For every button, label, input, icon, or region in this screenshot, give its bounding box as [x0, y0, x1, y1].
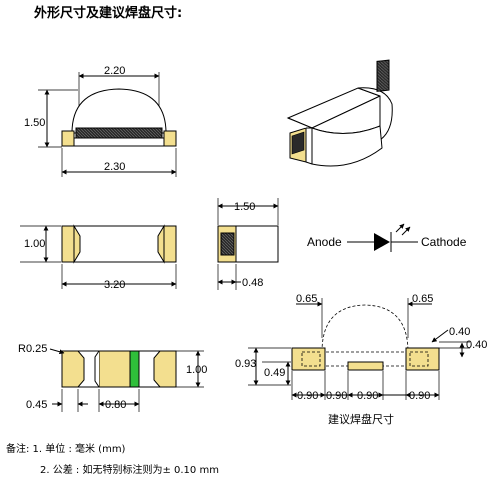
- dim-side-depth: 1.50: [234, 201, 255, 213]
- dim-mark-width: 0.80: [105, 399, 126, 411]
- dim-body-length: 3.20: [104, 279, 125, 291]
- footprint-caption: 建议焊盘尺寸: [328, 412, 394, 426]
- fp-dim-bottom-2: 0.90: [326, 390, 347, 402]
- note-line-2: 2. 公差 : 如无特别标注则为± 0.10 mm: [40, 463, 219, 476]
- fp-dim-right-a: 0.40: [449, 326, 470, 338]
- fp-dim-bottom-1: 0.90: [297, 390, 318, 402]
- fp-dim-top-left: 0.65: [296, 293, 317, 305]
- fp-dim-left-b: 0.49: [264, 367, 285, 379]
- dim-bottom-height: 1.00: [186, 364, 207, 376]
- dim-pad-length: 0.45: [26, 399, 47, 411]
- side-view: 1.50 0.48: [217, 198, 279, 290]
- anode-label: Anode: [307, 235, 342, 249]
- diode-symbol: Anode Cathode: [307, 223, 467, 252]
- note-line-1: 备注: 1. 单位 : 毫米 (mm): [6, 442, 126, 455]
- footprint-view: 0.65 0.65 0.40 0.40 0.93 0.49: [235, 293, 487, 426]
- dome-lens: [71, 88, 167, 134]
- dim-pad-depth: 0.48: [242, 277, 263, 289]
- dim-top-width: 2.20: [104, 65, 125, 77]
- fp-dim-bottom-3: 0.90: [357, 390, 378, 402]
- fp-dim-top-right: 0.65: [412, 293, 433, 305]
- top-view: 1.00 3.20: [20, 224, 177, 291]
- bottom-view: R0.25 1.00 0.45 0.80: [18, 343, 207, 412]
- dim-height: 1.50: [24, 117, 45, 129]
- dim-body-height: 1.00: [24, 238, 45, 250]
- page-title: 外形尺寸及建议焊盘尺寸:: [33, 5, 182, 21]
- front-view: 2.20 1.50 2.30: [24, 65, 177, 177]
- dim-corner-radius: R0.25: [18, 343, 47, 355]
- fp-dim-left-a: 0.93: [235, 358, 256, 370]
- dim-base-width: 2.30: [104, 161, 125, 173]
- fp-dim-right-b: 0.40: [466, 339, 487, 351]
- isometric-view: [286, 59, 393, 167]
- cathode-label: Cathode: [421, 235, 467, 249]
- fp-dim-bottom-4: 0.90: [409, 390, 430, 402]
